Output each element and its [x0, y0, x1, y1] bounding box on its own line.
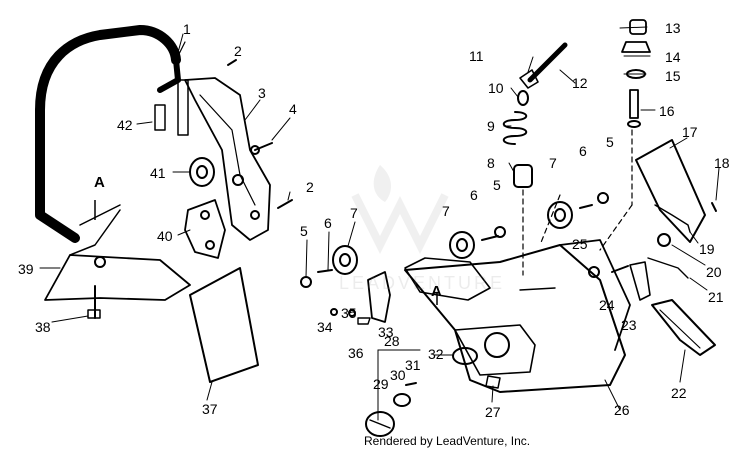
- part-label-11: 11: [469, 48, 484, 64]
- bracket: [184, 77, 271, 241]
- part-label-2a: 2: [234, 43, 242, 59]
- part-label-13: 13: [665, 20, 681, 36]
- part-label-34: 34: [317, 319, 333, 335]
- part-label-18: 18: [714, 155, 730, 171]
- part-label-21: 21: [708, 289, 724, 305]
- part-label-1: 1: [183, 21, 191, 37]
- part-label-27: 27: [485, 404, 501, 420]
- marker-a-right: A: [431, 283, 442, 300]
- part-label-25: 25: [572, 236, 588, 252]
- part-label-28: 28: [384, 333, 400, 349]
- part-label-7b: 7: [442, 203, 450, 219]
- part-label-2b: 2: [306, 179, 314, 195]
- part-label-6c: 6: [579, 143, 587, 159]
- part-label-5a: 5: [300, 223, 308, 239]
- part-label-12: 12: [572, 75, 588, 91]
- part-label-14: 14: [665, 49, 681, 65]
- part-label-32: 32: [428, 346, 444, 362]
- part-label-33: 33: [378, 324, 394, 340]
- part-label-5c: 5: [606, 134, 614, 150]
- part-label-35: 35: [341, 305, 357, 321]
- part-label-7a: 7: [350, 205, 358, 221]
- part-label-31: 31: [405, 357, 421, 373]
- part-label-6a: 6: [324, 215, 332, 231]
- part-label-36: 36: [348, 345, 364, 361]
- part-label-24: 24: [599, 297, 615, 313]
- part-label-30: 30: [390, 367, 406, 383]
- part-label-5b: 5: [493, 177, 501, 193]
- part-label-39: 39: [18, 261, 34, 277]
- footer-credit: Rendered by LeadVenture, Inc.: [364, 434, 531, 448]
- watermark-text: LEADVENTURE: [339, 273, 506, 293]
- part-label-29: 29: [373, 376, 389, 392]
- part-label-40: 40: [157, 228, 173, 244]
- part-label-4: 4: [289, 101, 297, 117]
- part-label-17: 17: [682, 124, 698, 140]
- part-label-6b: 6: [470, 187, 478, 203]
- part-label-19: 19: [699, 241, 715, 257]
- handle-bar: [35, 25, 186, 243]
- part-label-8: 8: [487, 155, 495, 171]
- part-label-20: 20: [706, 264, 722, 280]
- part-label-26: 26: [614, 402, 630, 418]
- part-label-41: 41: [150, 165, 166, 181]
- marker-a-left: A: [94, 174, 105, 191]
- part-label-3: 3: [258, 85, 266, 101]
- part-label-15: 15: [665, 68, 681, 84]
- part-label-7c: 7: [549, 155, 557, 171]
- part-label-16: 16: [659, 103, 675, 119]
- watermark-logo: [351, 165, 449, 254]
- part-label-10: 10: [488, 80, 504, 96]
- part-label-9: 9: [487, 118, 495, 134]
- part-label-23: 23: [621, 317, 637, 333]
- part-label-37: 37: [202, 401, 218, 417]
- part-label-38: 38: [35, 319, 51, 335]
- part-label-22: 22: [671, 385, 687, 401]
- part-label-42: 42: [117, 117, 133, 133]
